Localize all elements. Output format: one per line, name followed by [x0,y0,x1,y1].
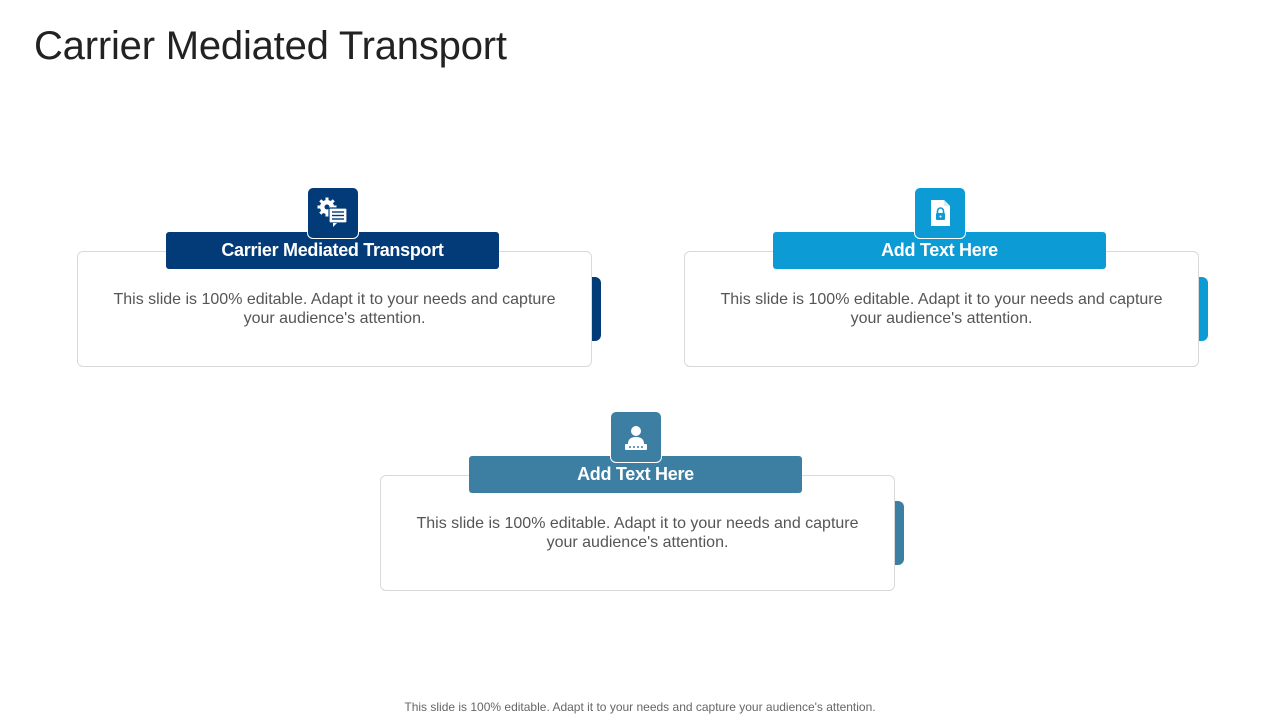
card-1-header: Carrier Mediated Transport [166,232,499,269]
card-1-box: This slide is 100% editable. Adapt it to… [77,251,592,367]
card-2-box: This slide is 100% editable. Adapt it to… [684,251,1199,367]
card-3-body: This slide is 100% editable. Adapt it to… [416,515,859,551]
person-at-computer-icon [610,411,662,463]
card-1-body: This slide is 100% editable. Adapt it to… [113,291,556,327]
gear-chat-icon [307,187,359,239]
locked-document-icon [914,187,966,239]
card-3: This slide is 100% editable. Adapt it to… [380,411,904,601]
card-1: This slide is 100% editable. Adapt it to… [77,187,601,377]
card-2: This slide is 100% editable. Adapt it to… [684,187,1208,377]
card-2-body: This slide is 100% editable. Adapt it to… [720,291,1163,327]
card-3-box: This slide is 100% editable. Adapt it to… [380,475,895,591]
page-title: Carrier Mediated Transport [34,24,507,68]
footer-note: This slide is 100% editable. Adapt it to… [404,700,876,714]
